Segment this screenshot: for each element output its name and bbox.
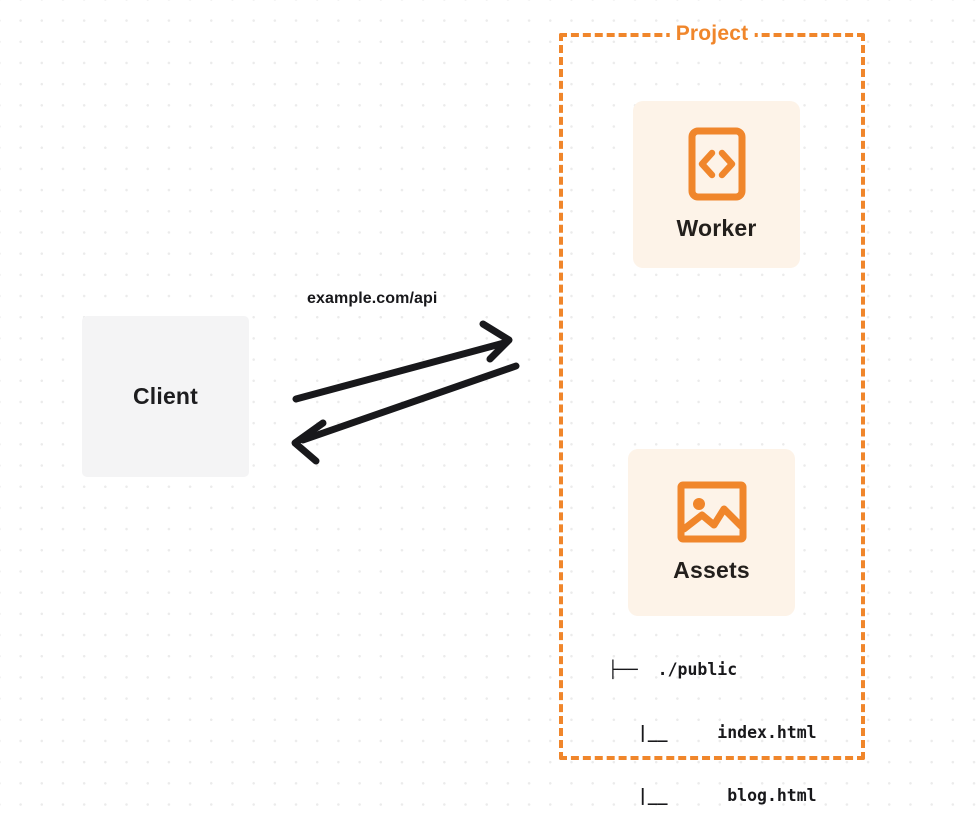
worker-card[interactable]: Worker bbox=[633, 101, 800, 268]
file-tree-line: ├── ./public bbox=[608, 660, 738, 679]
project-container: Project bbox=[559, 22, 865, 760]
file-tree-line: |__ index.html bbox=[608, 723, 817, 742]
assets-card-label: Assets bbox=[673, 557, 750, 583]
assets-card[interactable]: Assets bbox=[628, 449, 795, 616]
connection-arrows bbox=[291, 320, 520, 465]
client-node[interactable]: Client bbox=[82, 316, 249, 477]
client-label: Client bbox=[132, 383, 199, 409]
file-tree-line: |__ blog.html bbox=[608, 786, 817, 805]
image-icon bbox=[677, 481, 746, 543]
request-arrow-to-project bbox=[292, 320, 513, 403]
assets-file-tree: ├── ./public |__ index.html |__ blog.htm… bbox=[608, 617, 817, 818]
worker-card-label: Worker bbox=[676, 215, 757, 241]
connection-label: example.com/api bbox=[307, 290, 438, 307]
project-title: Project bbox=[669, 22, 755, 46]
code-brackets-icon bbox=[688, 127, 745, 201]
response-arrow-to-client bbox=[291, 362, 520, 465]
